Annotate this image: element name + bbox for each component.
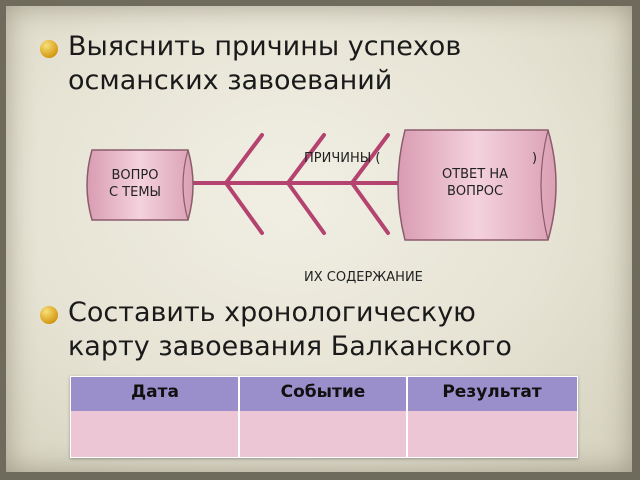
bullet-chronology: Составить хронологическую карту завоеван… bbox=[40, 296, 600, 376]
table-row bbox=[71, 411, 577, 457]
table-header-cell: Результат bbox=[442, 382, 542, 402]
fishbone-bone bbox=[286, 181, 326, 235]
chronology-table: Дата Событие Результат bbox=[70, 376, 578, 458]
question-scroll-shape bbox=[86, 149, 194, 221]
table-cell[interactable] bbox=[71, 411, 239, 457]
bullet-line: Составить хронологическую bbox=[68, 297, 476, 328]
bullet-dot-icon bbox=[40, 306, 58, 324]
table-header-cell: Дата bbox=[131, 382, 179, 402]
question-label-line: ВОПРО bbox=[111, 168, 159, 183]
answer-label: ОТВЕТ НА ВОПРОС bbox=[420, 166, 530, 200]
fishbone-bone bbox=[224, 133, 264, 185]
bullet-causes: Выяснить причины успехов османских завое… bbox=[40, 30, 560, 100]
bullet-line: османских завоеваний bbox=[68, 65, 393, 96]
fishbone-bone bbox=[224, 181, 264, 235]
bullet-line: Выяснить причины успехов bbox=[68, 31, 462, 62]
bullet-text: Составить хронологическую карту завоеван… bbox=[68, 296, 512, 364]
causes-label-text: ПРИЧИНЫ ( bbox=[304, 151, 381, 166]
fishbone-bone bbox=[350, 133, 390, 185]
answer-scroll-shape bbox=[397, 129, 557, 241]
content-label: ИХ СОДЕРЖАНИЕ bbox=[304, 270, 423, 285]
question-label: ВОПРО С ТЕМЫ bbox=[99, 167, 171, 201]
bullet-text: Выяснить причины успехов османских завое… bbox=[68, 30, 461, 98]
question-label-line: С ТЕМЫ bbox=[108, 185, 162, 200]
table-header-cell: Событие bbox=[280, 382, 366, 402]
causes-label-tail: ) bbox=[532, 151, 538, 166]
bullet-dot-icon bbox=[40, 40, 58, 58]
fishbone-bone bbox=[350, 181, 390, 235]
table-divider bbox=[406, 377, 408, 457]
answer-label-line: ОТВЕТ НА bbox=[441, 167, 509, 182]
bullet-line: карту завоевания Балканского bbox=[68, 331, 512, 362]
causes-label: ПРИЧИНЫ () bbox=[304, 150, 554, 167]
table-cell[interactable] bbox=[239, 411, 407, 457]
fishbone-bone bbox=[286, 133, 326, 185]
table-header-row: Дата Событие Результат bbox=[71, 377, 577, 411]
table-divider bbox=[238, 377, 240, 457]
answer-label-line: ВОПРОС bbox=[446, 184, 504, 199]
table-cell[interactable] bbox=[407, 411, 577, 457]
